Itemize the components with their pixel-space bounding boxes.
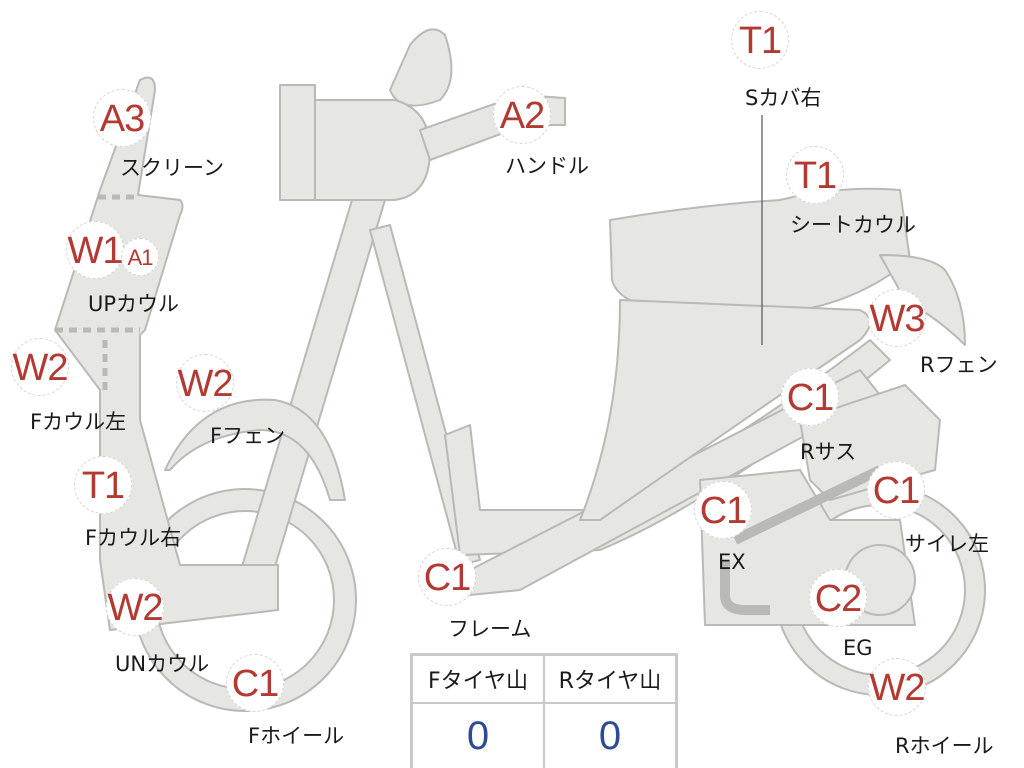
front-tire-value: 0 [410, 702, 545, 768]
rear-tire-value: 0 [543, 702, 678, 768]
part-label: EG [843, 636, 873, 660]
damage-code-badge: T1 [731, 11, 789, 69]
part-label: UNカウル [115, 652, 210, 676]
part-label: UPカウル [88, 292, 180, 316]
damage-code-badge: A2 [493, 86, 551, 144]
damage-code-badge: C1 [226, 654, 284, 712]
damage-code-badge: W2 [176, 354, 234, 412]
damage-code-badge: C1 [694, 481, 752, 539]
front-tire-header: Fタイヤ山 [410, 653, 545, 704]
damage-subcode-badge: A1 [121, 238, 159, 276]
part-label: Fホイール [248, 724, 345, 748]
damage-code-badge: C1 [867, 461, 925, 519]
part-label: Sカバ右 [745, 86, 822, 110]
part-label: フレーム [448, 617, 532, 641]
damage-code-badge: A3 [93, 89, 151, 147]
damage-code-badge: W3 [868, 289, 926, 347]
part-label: Rホイール [895, 734, 994, 758]
part-label: ハンドル [505, 154, 589, 178]
damage-code-badge: C1 [781, 368, 839, 426]
damage-code-badge: C1 [418, 548, 476, 606]
part-label: Fカウル右 [85, 526, 182, 550]
damage-code-badge: T1 [786, 146, 844, 204]
part-label: Rフェン [920, 353, 998, 377]
damage-code-badge: W1 [66, 221, 124, 279]
part-label: サイレ左 [905, 532, 989, 556]
damage-code-badge: T1 [74, 456, 132, 514]
part-label: Fフェン [210, 424, 286, 448]
tire-tread-table: Fタイヤ山 Rタイヤ山 0 0 [410, 653, 678, 768]
damage-code-badge: W2 [11, 338, 69, 396]
part-label: スクリーン [120, 156, 224, 180]
rear-tire-header: Rタイヤ山 [543, 653, 678, 704]
part-label: Rサス [800, 440, 857, 464]
damage-code-badge: W2 [106, 578, 164, 636]
part-label: Fカウル左 [30, 410, 127, 434]
part-label: シートカウル [790, 213, 916, 237]
part-label: EX [718, 550, 746, 574]
damage-code-badge: C2 [809, 569, 867, 627]
damage-code-badge: W2 [868, 658, 926, 716]
